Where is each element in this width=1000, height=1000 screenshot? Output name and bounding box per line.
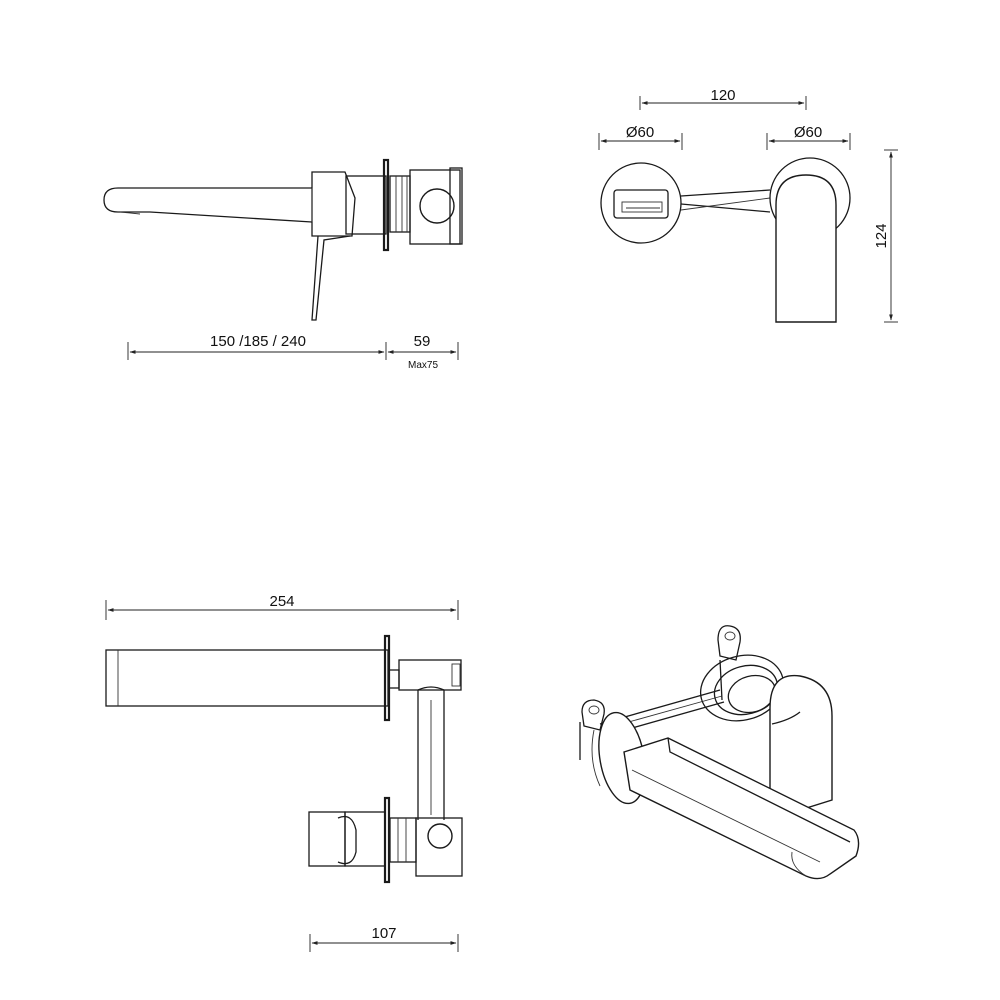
front-right-dia-label: Ø60 <box>794 124 822 141</box>
isometric-view <box>579 625 860 880</box>
front-height-label: 124 <box>873 223 890 248</box>
side-dimensions: 150 /185 / 240 59 Max75 <box>127 333 459 371</box>
front-dimensions: 120 Ø60 Ø60 124 <box>598 87 898 323</box>
front-spacing-label: 120 <box>710 87 735 104</box>
top-depth-label: 107 <box>371 925 396 942</box>
side-wall-max-label: Max75 <box>408 360 438 371</box>
side-reach-label: 150 /185 / 240 <box>210 333 306 350</box>
front-view <box>600 157 851 323</box>
side-view <box>103 158 463 321</box>
front-left-dia-label: Ø60 <box>626 124 654 141</box>
top-dimensions: 254 107 <box>105 593 459 952</box>
top-view <box>105 634 463 884</box>
side-wall-label: 59 <box>414 333 431 350</box>
top-length-label: 254 <box>269 593 294 610</box>
